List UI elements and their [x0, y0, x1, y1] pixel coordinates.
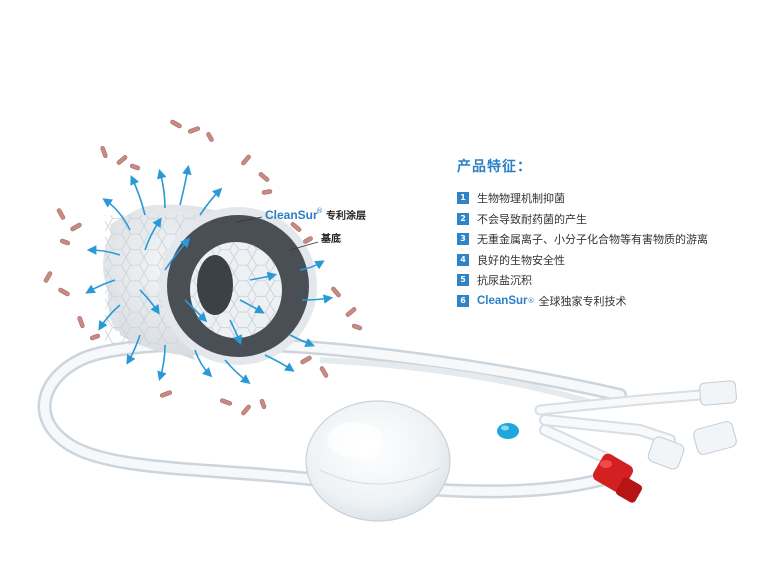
feature-number-badge: 2 — [457, 212, 469, 225]
feature-number-badge: 5 — [457, 274, 469, 287]
features-title: 产品特征： — [457, 159, 532, 175]
feature-item: 6 CleanSur ® 全球独家专利技术 — [457, 291, 757, 312]
leader-lines — [235, 216, 319, 251]
feature-number-badge: 6 — [457, 294, 469, 307]
blue-tip — [497, 423, 519, 439]
feature-number-badge: 3 — [457, 233, 469, 246]
feature-text: 抗尿盐沉积 — [477, 274, 532, 288]
features-list: 1 生物物理机制抑菌 2 不会导致耐药菌的产生 3 无重金属离子、小分子化合物等… — [457, 188, 757, 311]
substrate-label: 基底 — [320, 232, 341, 245]
coating-registered-mark: ® — [316, 207, 323, 215]
antibacterial-arrows — [85, 164, 334, 384]
feature-text: 无重金属离子、小分子化合物等有害物质的游离 — [477, 233, 708, 247]
feature-text: 良好的生物安全性 — [477, 253, 565, 267]
bacteria-cluster — [43, 119, 363, 416]
feature-text: 不会导致耐药菌的产生 — [477, 212, 587, 226]
feature-item: 5 抗尿盐沉积 — [457, 270, 757, 291]
feature-item: 4 良好的生物安全性 — [457, 250, 757, 271]
feature-item: 1 生物物理机制抑菌 — [457, 188, 757, 209]
feature-item: 3 无重金属离子、小分子化合物等有害物质的游离 — [457, 229, 757, 250]
feature-registered-mark: ® — [527, 296, 535, 305]
feature-item: 2 不会导致耐药菌的产生 — [457, 209, 757, 230]
coated-cylinder — [103, 204, 317, 365]
coating-label: 专利涂层 — [326, 209, 366, 222]
feature-number-badge: 4 — [457, 253, 469, 266]
feature-text: 全球独家专利技术 — [538, 294, 627, 308]
product-features-panel: 产品特征： 1 生物物理机制抑菌 2 不会导致耐药菌的产生 3 无重金属离子、小… — [457, 156, 757, 311]
coating-brand-label: CleanSur — [265, 208, 318, 222]
red-valve — [592, 453, 643, 503]
feature-brand: CleanSur — [477, 294, 528, 307]
feature-number-badge: 1 — [457, 192, 469, 205]
balloon — [305, 400, 451, 522]
feature-text: 生物物理机制抑菌 — [477, 192, 565, 206]
